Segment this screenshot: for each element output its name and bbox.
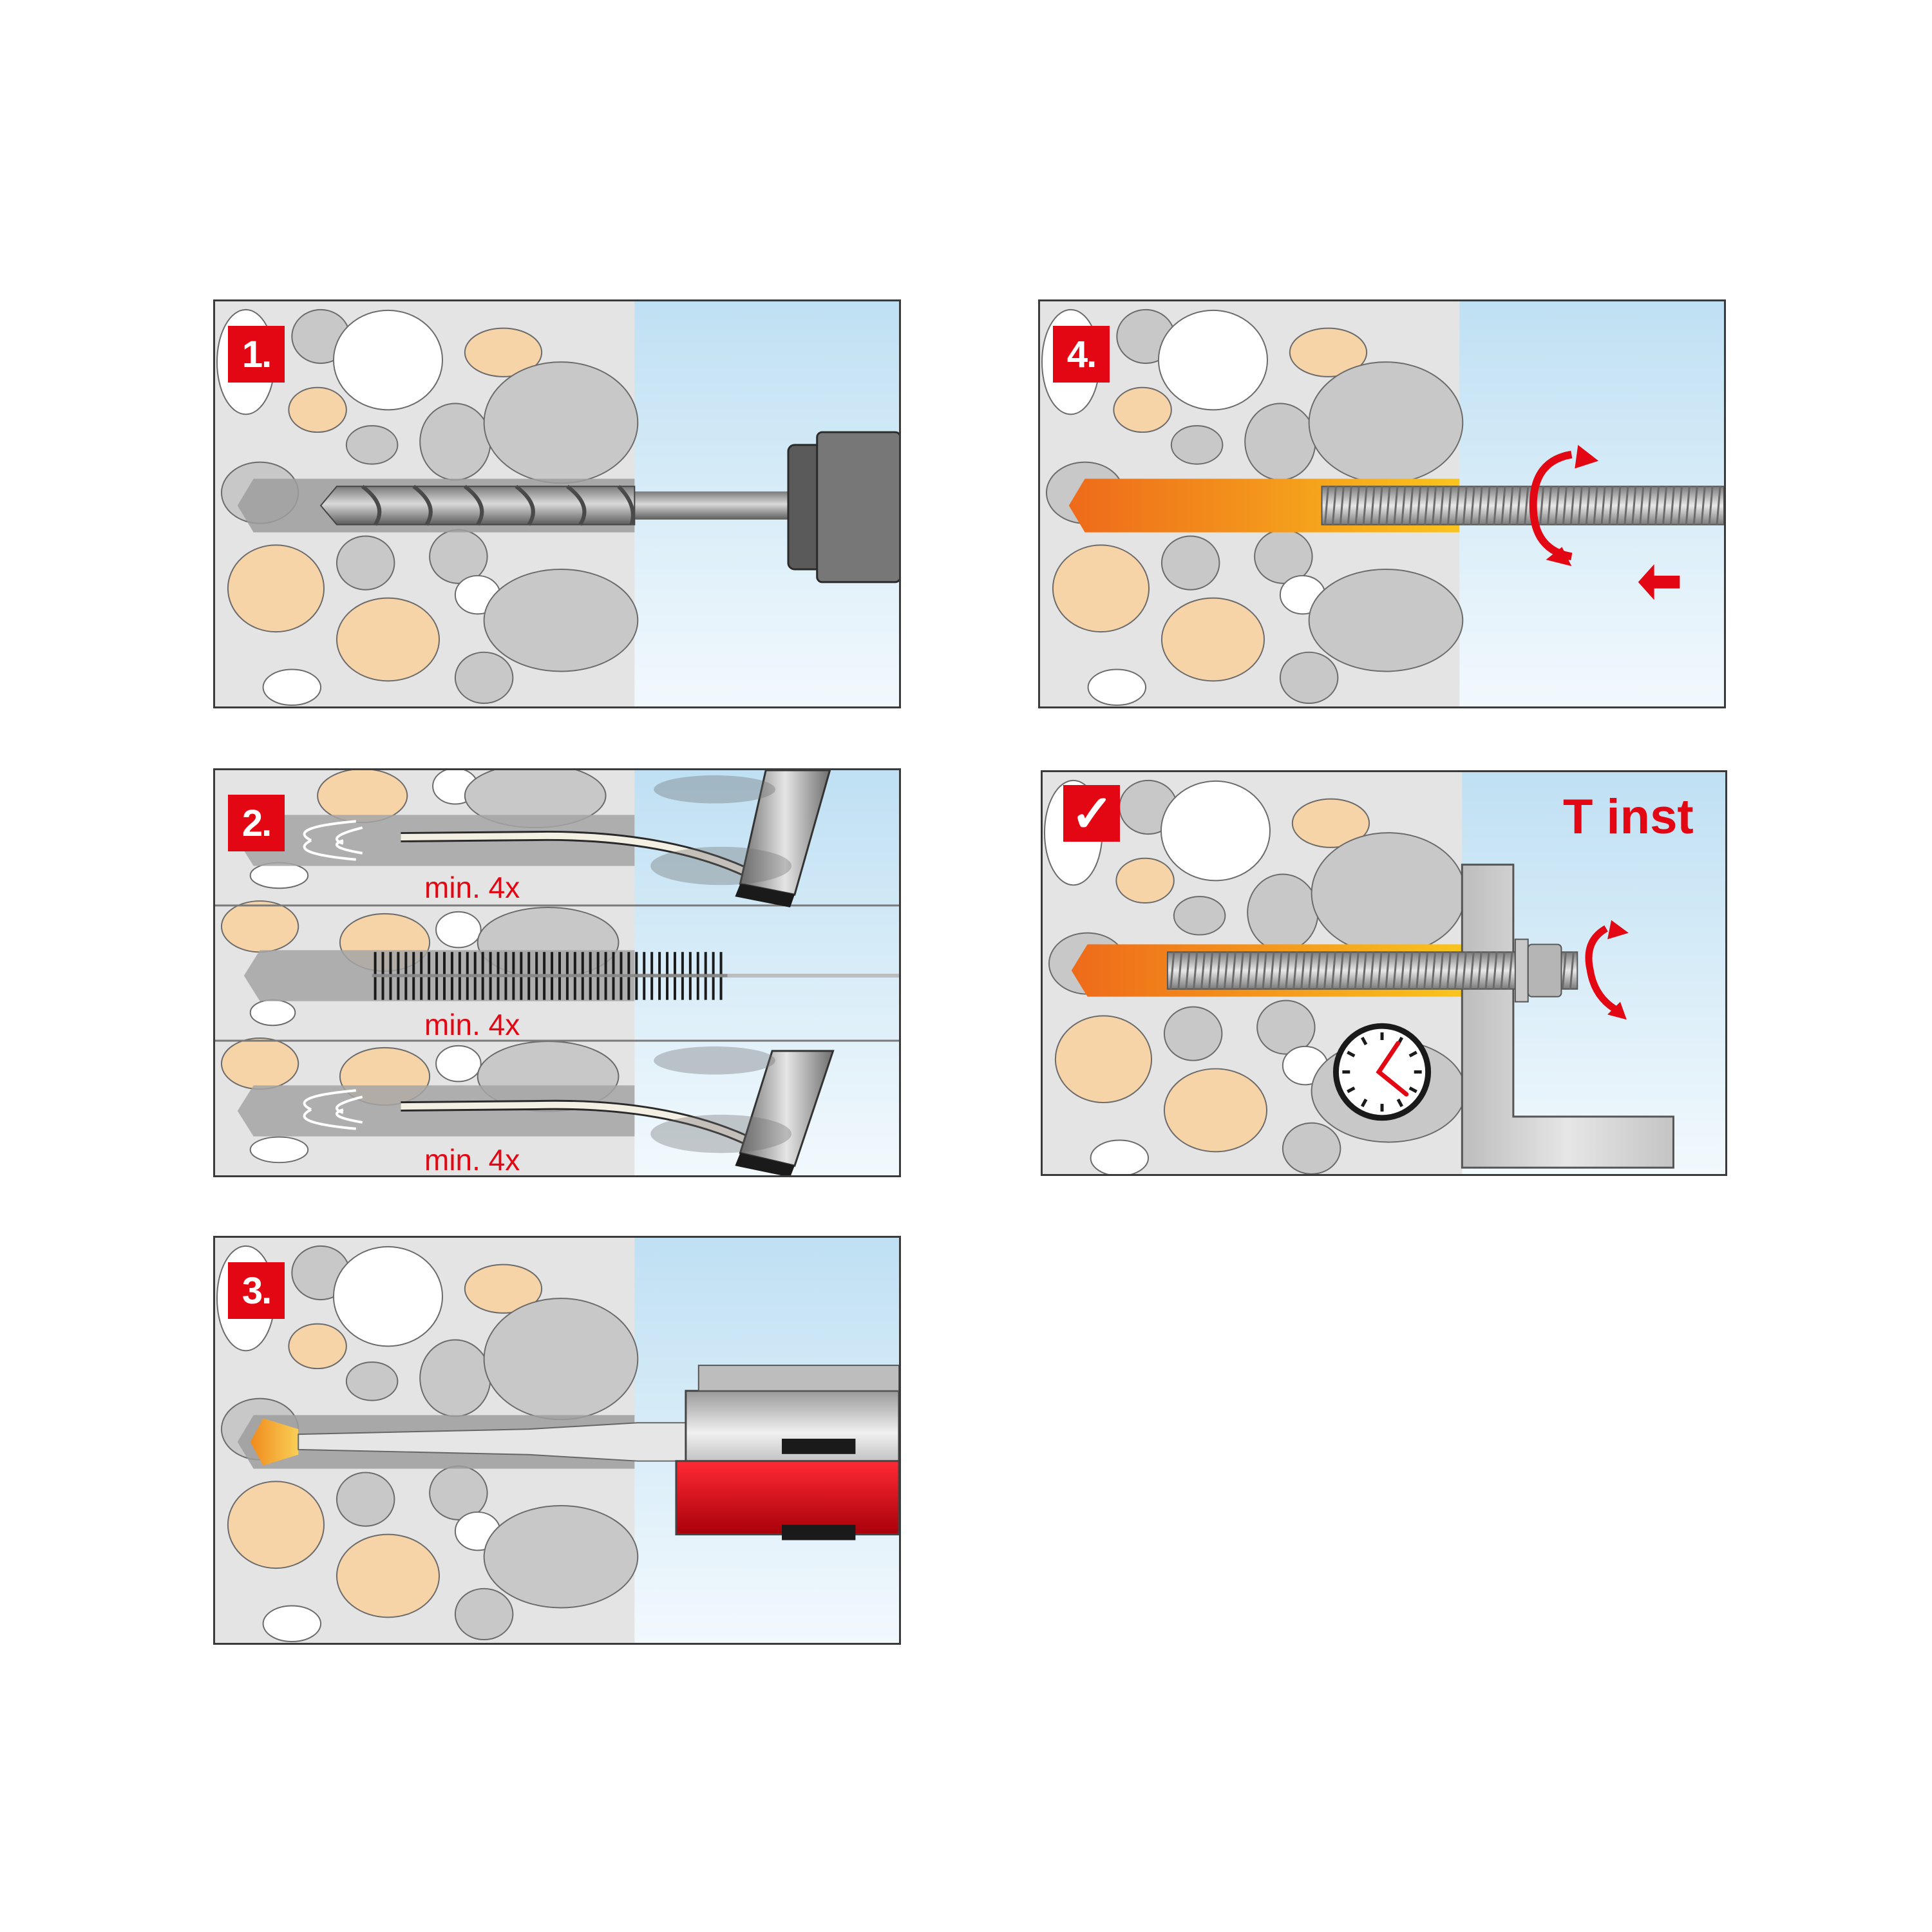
- panel-step-2-cleaning: 2. min. 4x min. 4x min. 4x: [213, 768, 901, 1177]
- step-badge: 4.: [1053, 326, 1110, 383]
- washer: [1514, 938, 1529, 1003]
- check-badge: ✓: [1063, 785, 1120, 842]
- repeat-count-label-blow-1: min. 4x: [424, 871, 520, 904]
- dust-cloud: [650, 775, 791, 1153]
- repeat-count-label-brush: min. 4x: [424, 1008, 520, 1041]
- panel-step-4-inserting: 4.: [1038, 299, 1726, 708]
- rod-thread: [1324, 486, 1721, 525]
- step-badge: 3.: [228, 1262, 285, 1319]
- inserting-illustration: [1040, 301, 1724, 706]
- mortar-fill: [250, 1418, 299, 1466]
- panel-step-3-injecting: 3.: [213, 1236, 901, 1645]
- drill-bit: [319, 486, 636, 526]
- cartridge-holder: [675, 1460, 899, 1536]
- cleaning-illustration: [215, 770, 899, 1175]
- air-hoses: [401, 830, 749, 1145]
- push-direction-arrow-icon: [1638, 564, 1680, 600]
- installation-time-label: T inst: [1563, 790, 1694, 844]
- step-badge: 2.: [228, 795, 285, 851]
- clock-icon: [1332, 1023, 1432, 1121]
- air-flow-arrows: [303, 820, 363, 1130]
- hex-nut: [1527, 943, 1562, 998]
- blow-pumps: [735, 770, 835, 1175]
- rotation-arrow-icon: [1529, 444, 1599, 567]
- step-badge: 1.: [228, 326, 285, 383]
- aggregate-stones: [216, 1245, 639, 1643]
- panel-step-5-curing: ✓ T inst: [1041, 770, 1727, 1176]
- rotation-arrow-icon: [1585, 920, 1629, 1020]
- drill-shank: [634, 491, 788, 520]
- fixture-bracket: [1461, 864, 1674, 1169]
- repeat-count-label-blow-2: min. 4x: [424, 1143, 520, 1177]
- panel-step-1-drilling: 1.: [213, 299, 901, 708]
- aggregate-stones: [1043, 779, 1466, 1174]
- drill-flutes: [361, 484, 635, 526]
- cleaning-brush: [372, 952, 899, 1000]
- drilling-illustration: [215, 301, 899, 706]
- injecting-illustration: [215, 1238, 899, 1643]
